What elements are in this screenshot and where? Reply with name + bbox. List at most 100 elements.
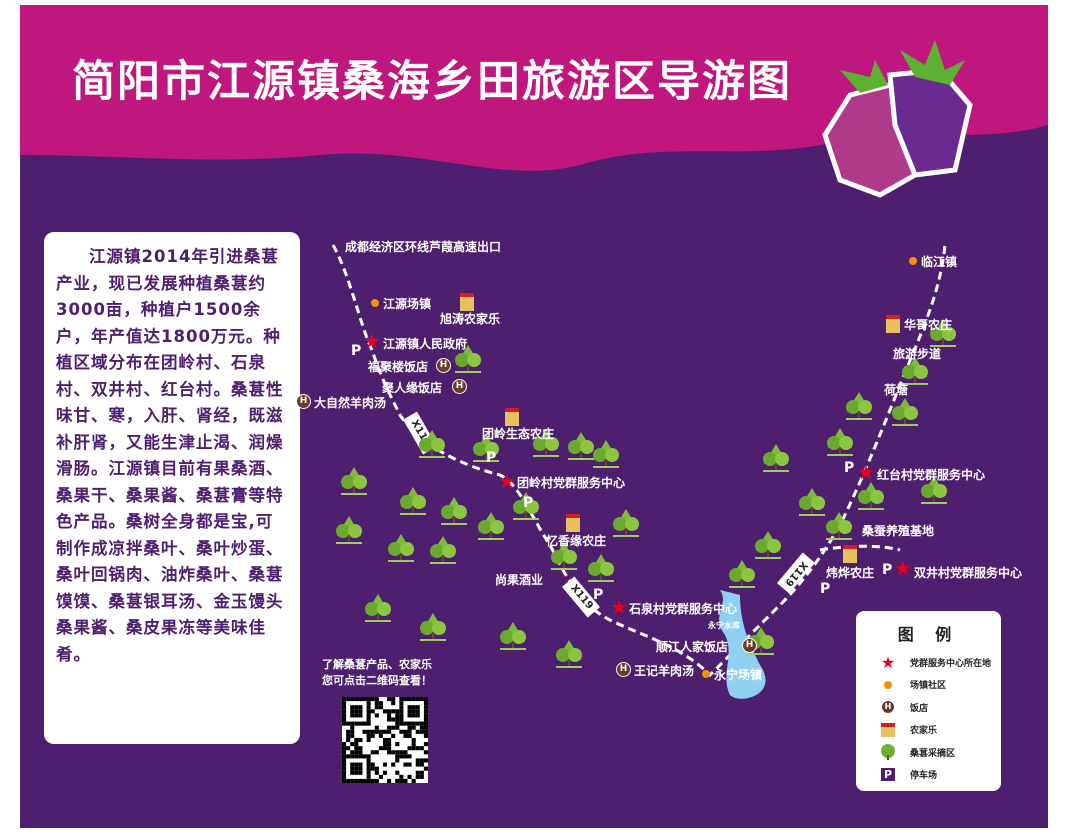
- legend-item: 场镇社区: [856, 674, 1001, 697]
- branch-road: [819, 544, 901, 552]
- tree-icon: [590, 438, 622, 470]
- label-jurenyuan[interactable]: 聚人缘饭店: [382, 381, 443, 395]
- label-trail[interactable]: 旅游步道: [893, 347, 942, 361]
- legend-item: P 停车场: [856, 764, 1001, 787]
- farmhouse-icon: [878, 722, 898, 737]
- mulberry-logo: [822, 40, 973, 198]
- farmhouse-icon: [843, 545, 857, 563]
- label-tuanling[interactable]: 团岭村党群服务中心: [517, 476, 626, 490]
- header-wave: [20, 5, 1048, 171]
- label-jiangyuan-town[interactable]: 江源场镇: [383, 297, 432, 311]
- tree-icon: [553, 638, 585, 670]
- label-hongtai[interactable]: 红台村党群服务中心: [877, 468, 986, 482]
- tree-icon: [530, 427, 562, 459]
- tree-icon: [427, 534, 459, 566]
- label-linjiang[interactable]: 临江镇: [921, 255, 958, 269]
- star-icon: ★: [894, 556, 912, 580]
- tree-icon: [438, 495, 470, 527]
- tree-icon: [726, 558, 758, 590]
- star-icon: ★: [363, 329, 381, 353]
- map-canvas: 简阳市江源镇桑海乡田旅游区导游图 江源镇2014年引进桑葚产业，现已发展种植桑葚…: [20, 5, 1048, 828]
- label-weiye[interactable]: 炜烨农庄: [826, 566, 875, 580]
- label-huage[interactable]: 华哥农庄: [904, 318, 953, 332]
- label-shiquan[interactable]: 石泉村党群服务中心: [629, 602, 738, 616]
- star-icon: ★: [857, 460, 875, 484]
- town-dot-icon: [702, 670, 710, 678]
- tree-icon: [899, 355, 931, 387]
- label-shuangjing[interactable]: 双井村党群服务中心: [914, 566, 1023, 580]
- label-exit[interactable]: 成都经济区环线芦葭高速出口: [345, 240, 502, 254]
- label-xutao[interactable]: 旭涛农家乐: [440, 312, 501, 326]
- parking-icon: P: [593, 587, 604, 603]
- tree-icon: [475, 510, 507, 542]
- star-icon: ★: [498, 469, 516, 493]
- tree-icon: [510, 490, 542, 522]
- label-hetang[interactable]: 荷塘: [884, 383, 909, 397]
- qr-caption: 了解桑葚产品、农家乐您可点击二维码查看！: [322, 657, 432, 689]
- label-tuanling-farm[interactable]: 团岭生态农庄: [482, 427, 555, 441]
- legend-title: 图 例: [897, 625, 960, 644]
- legend-item: 桑葚采摘区: [856, 741, 1001, 764]
- label-shangguo[interactable]: 尚果酒业: [495, 573, 544, 587]
- intro-text: 江源镇2014年引进桑葚产业，现已发展种植桑葚约3000亩，种植户1500余户，…: [44, 232, 300, 744]
- tree-icon: [585, 552, 617, 584]
- label-fujulou[interactable]: 福聚楼饭店: [368, 360, 429, 374]
- tree-icon: [548, 540, 580, 572]
- tree-icon: [497, 620, 529, 652]
- legend-label: 桑葚采摘区: [910, 748, 956, 759]
- map-title: 简阳市江源镇桑海乡田旅游区导游图: [72, 57, 792, 107]
- tree-icon: [878, 744, 898, 761]
- label-shunjiang[interactable]: 顺江人家饭店: [656, 640, 729, 654]
- town-dot-icon: [878, 680, 898, 689]
- tree-icon: [362, 592, 394, 624]
- parking-icon: P: [351, 343, 362, 359]
- tree-icon: [927, 317, 959, 349]
- restaurant-icon: H: [878, 701, 898, 714]
- parking-icon: P: [523, 495, 534, 511]
- tree-icon: [610, 507, 642, 539]
- restaurant-icon: H: [296, 394, 311, 409]
- label-yixiang[interactable]: 忆香缘农庄: [546, 534, 607, 548]
- parking-icon: P: [878, 768, 898, 782]
- legend-label: 农家乐: [910, 726, 938, 737]
- x119-road: [331, 244, 947, 678]
- tree-icon: [760, 442, 792, 474]
- tree-icon: [452, 343, 484, 375]
- label-yongning-water[interactable]: 永宁水库: [708, 621, 740, 630]
- qr-caption-line: 了解桑葚产品、农家乐: [322, 658, 432, 671]
- star-icon: ★: [880, 652, 896, 672]
- tree-icon: [843, 390, 875, 422]
- label-daziran[interactable]: 大自然羊肉汤: [314, 396, 387, 410]
- legend-label: 饭店: [910, 703, 929, 714]
- qr-code[interactable]: [342, 697, 428, 783]
- tree-icon: [889, 396, 921, 428]
- legend-label: 场镇社区: [910, 681, 947, 692]
- tree-icon: [470, 432, 502, 464]
- star-icon: ★: [610, 595, 628, 619]
- tree-icon: [796, 486, 828, 518]
- tree-icon: [823, 510, 855, 542]
- label-gov[interactable]: 江源镇人民政府: [383, 337, 468, 351]
- tree-icon: [416, 428, 448, 460]
- tree-icon: [338, 465, 370, 497]
- qr-caption-line: 您可点击二维码查看！: [322, 674, 432, 687]
- town-dot-icon: [909, 257, 917, 265]
- tree-icon: [918, 474, 950, 506]
- restaurant-icon: H: [452, 379, 467, 394]
- restaurant-icon: H: [616, 662, 631, 677]
- town-dot-icon: [371, 299, 379, 307]
- tree-icon: [385, 532, 417, 564]
- legend-item: 农家乐: [856, 719, 1001, 742]
- legend-label: 停车场: [910, 771, 938, 782]
- farmhouse-icon: [566, 514, 580, 532]
- farmhouse-icon: [460, 293, 474, 311]
- parking-icon: P: [486, 450, 497, 466]
- restaurant-icon: H: [436, 358, 451, 373]
- label-silkworm[interactable]: 桑蚕养殖基地: [862, 524, 935, 538]
- parking-icon: P: [844, 460, 855, 476]
- roads: [331, 244, 947, 678]
- label-wangji[interactable]: 王记羊肉汤: [634, 664, 695, 678]
- label-yongning-town[interactable]: 永宁场镇: [714, 668, 763, 682]
- tree-icon: [397, 485, 429, 517]
